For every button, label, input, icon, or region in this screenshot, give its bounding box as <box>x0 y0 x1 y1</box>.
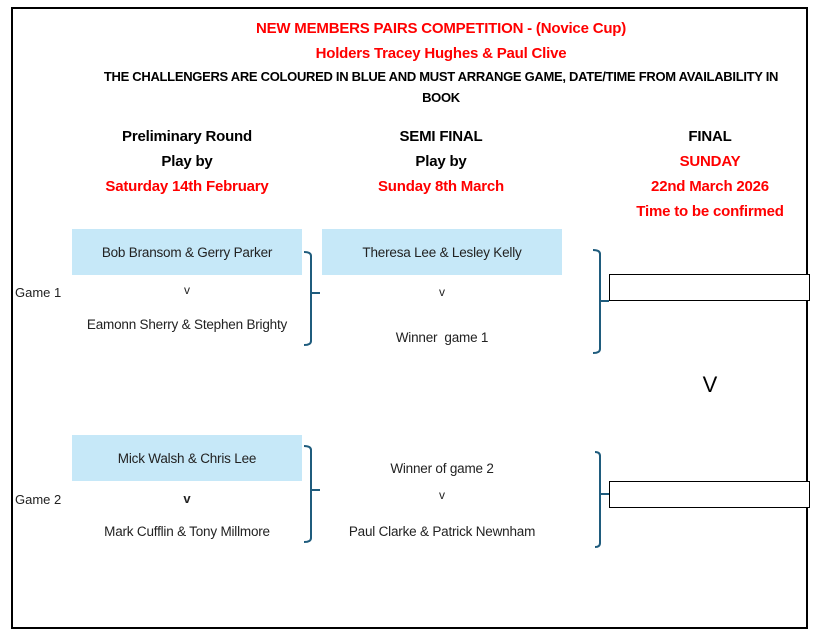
bracket-semi1 <box>592 249 609 354</box>
round-final-date: 22nd March 2026 <box>651 178 769 195</box>
round-final-title: FINAL <box>688 128 732 145</box>
semi1-challenger-name: Theresa Lee & Lesley Kelly <box>362 244 522 260</box>
round-semi-date: Sunday 8th March <box>378 178 504 195</box>
round-semi-playby: Play by <box>415 153 467 170</box>
semi1-bottom: Winner game 1 <box>395 330 489 345</box>
final-slot-2 <box>609 481 810 508</box>
prelim-game1-challenger: Bob Bransom & Gerry Parker <box>72 229 302 275</box>
competition-title: NEW MEMBERS PAIRS COMPETITION - (Novice … <box>255 20 627 37</box>
holders-line: Holders Tracey Hughes & Paul Clive <box>315 45 567 62</box>
prelim-game1-vs: v <box>184 283 190 297</box>
semi1-vs: v <box>439 285 445 299</box>
round-semi-title: SEMI FINAL <box>399 128 483 145</box>
semi2-top: Winner of game 2 <box>390 461 494 476</box>
round-prelim-playby: Play by <box>161 153 213 170</box>
final-vs: V <box>702 372 718 397</box>
prelim-game2-challenger-name: Mick Walsh & Chris Lee <box>117 450 257 466</box>
prelim-game2-vs: v <box>183 491 191 506</box>
prelim-game1-opponent: Eamonn Sherry & Stephen Brighty <box>86 317 288 332</box>
notice-line-2: BOOK <box>422 90 460 105</box>
semi2-vs: v <box>439 488 445 502</box>
page-border <box>11 7 808 629</box>
final-slot-1 <box>609 274 810 301</box>
semi2-bottom: Paul Clarke & Patrick Newnham <box>348 524 536 539</box>
prelim-game2-challenger: Mick Walsh & Chris Lee <box>72 435 302 481</box>
prelim-game2-opponent: Mark Cufflin & Tony Millmore <box>104 524 270 539</box>
bracket-semi2 <box>594 451 609 548</box>
game1-label: Game 1 <box>15 285 62 300</box>
bracket-prelim-game1 <box>303 251 320 346</box>
round-prelim-title: Preliminary Round <box>122 128 252 145</box>
round-final-note: Time to be confirmed <box>636 203 784 220</box>
round-final-day: SUNDAY <box>679 153 741 170</box>
bracket-prelim-game2 <box>303 445 320 543</box>
round-prelim-date: Saturday 14th February <box>105 178 269 195</box>
prelim-game1-challenger-name: Bob Bransom & Gerry Parker <box>101 244 273 260</box>
notice-line-1: THE CHALLENGERS ARE COLOURED IN BLUE AND… <box>103 69 779 84</box>
semi1-challenger: Theresa Lee & Lesley Kelly <box>322 229 562 275</box>
game2-label: Game 2 <box>15 492 62 507</box>
